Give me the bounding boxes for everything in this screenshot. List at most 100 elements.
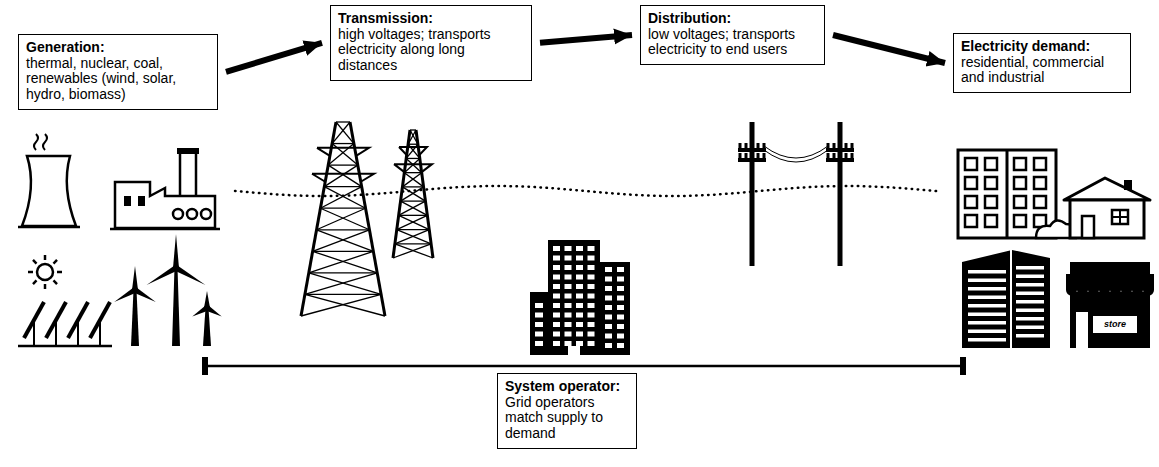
window <box>617 343 624 348</box>
tower-brace <box>305 294 381 295</box>
building <box>600 262 630 355</box>
tower-brace <box>332 122 350 144</box>
window <box>617 277 624 282</box>
tower-brace <box>320 187 361 209</box>
factory-window <box>138 196 145 206</box>
demand-box: Electricity demand:residential, commerci… <box>953 33 1131 93</box>
insulator <box>739 153 742 158</box>
apartment-window <box>1014 158 1026 170</box>
window <box>553 313 560 318</box>
bracket-line <box>205 365 963 368</box>
factory-window <box>124 196 131 206</box>
window <box>576 313 583 318</box>
window <box>565 265 572 270</box>
utility-pole <box>826 122 854 266</box>
window <box>605 277 612 282</box>
window <box>535 313 543 318</box>
pole <box>750 122 755 266</box>
office-window <box>968 279 1006 283</box>
tower-brace <box>401 200 426 201</box>
pole-crossbar <box>826 148 854 152</box>
distribution-box: Distribution:low voltages; transports el… <box>640 5 825 65</box>
tower-brace <box>404 172 421 173</box>
tower-brace <box>332 144 358 166</box>
tower-brace <box>404 173 423 187</box>
store-sign <box>1093 316 1137 333</box>
tower-brace <box>313 251 374 252</box>
apartment-window <box>985 215 997 227</box>
window <box>605 305 612 310</box>
window <box>605 286 612 291</box>
insulator <box>833 153 836 158</box>
office-tower <box>962 250 1050 348</box>
transmission-tower <box>393 130 433 258</box>
window <box>617 315 624 320</box>
store-sign-text: store <box>1093 318 1137 331</box>
window <box>565 303 572 308</box>
tower-brace <box>317 208 366 230</box>
insulator <box>757 153 760 158</box>
sun-ray <box>33 280 37 284</box>
tower-brace <box>305 273 377 295</box>
insulator <box>757 143 760 148</box>
apartment-window <box>985 177 997 189</box>
factory-chimney <box>180 152 196 197</box>
cooling-tower <box>18 226 80 229</box>
window <box>576 246 583 251</box>
window <box>588 256 595 261</box>
factory-wheel <box>173 209 183 219</box>
tower-brace <box>408 130 416 144</box>
window <box>617 267 624 272</box>
tower-brace <box>313 251 378 273</box>
sun <box>37 264 53 280</box>
office-window <box>1016 275 1044 279</box>
house-window <box>1112 210 1128 224</box>
window <box>535 303 543 308</box>
tower-brace <box>336 122 354 144</box>
window <box>553 341 560 346</box>
window <box>565 284 572 289</box>
office-window <box>968 270 1006 274</box>
tower-brace <box>328 165 361 187</box>
solar-leg <box>33 322 35 346</box>
sun-ray <box>57 271 62 274</box>
steam <box>34 134 38 150</box>
tower-brace <box>324 187 365 209</box>
tower-brace <box>309 251 374 273</box>
apartment-window <box>985 158 997 170</box>
insulator <box>745 153 748 158</box>
store-door <box>1076 312 1088 348</box>
turbine-hub <box>173 265 179 271</box>
window <box>588 313 595 318</box>
turbine-blade <box>147 265 178 285</box>
window <box>553 303 560 308</box>
apartment-window <box>1034 158 1046 170</box>
apartment-window <box>965 215 977 227</box>
tower-brace <box>410 130 418 144</box>
pole-crossbar <box>738 158 766 162</box>
insulator <box>851 153 854 158</box>
office-window <box>968 313 1006 317</box>
apartment-window <box>1014 215 1026 227</box>
tower-arm <box>312 174 374 182</box>
box-heading: Distribution: <box>648 11 817 27</box>
turbine-tower <box>131 290 139 346</box>
window <box>588 294 595 299</box>
operator-building <box>530 240 630 355</box>
window <box>588 332 595 337</box>
tower-brace <box>406 158 420 159</box>
window <box>576 332 583 337</box>
store-roof <box>1070 262 1150 274</box>
apartment-window <box>1034 177 1046 189</box>
window <box>588 246 595 251</box>
window <box>553 256 560 261</box>
building <box>548 240 600 355</box>
box-heading: Electricity demand: <box>961 39 1123 55</box>
tower-brace <box>393 244 431 258</box>
window <box>605 267 612 272</box>
house-roof <box>1064 178 1150 200</box>
office-window <box>1016 300 1044 304</box>
window <box>565 294 572 299</box>
window <box>617 324 624 329</box>
office-window <box>1016 283 1044 287</box>
